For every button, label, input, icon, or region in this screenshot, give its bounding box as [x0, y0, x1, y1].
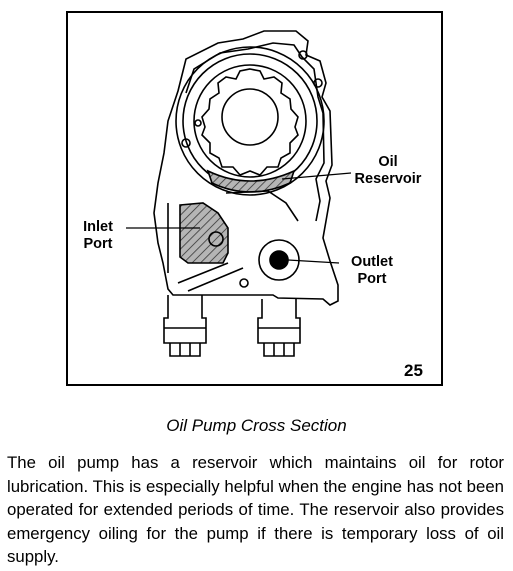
- figure-caption: Oil Pump Cross Section: [166, 416, 347, 435]
- figure-number: 25: [404, 361, 423, 380]
- label-inlet-port: Inlet Port: [83, 219, 113, 252]
- figure-frame: Oil Reservoir Inlet Port Outlet Port 25: [66, 11, 443, 386]
- label-outlet-port: Outlet Port: [351, 254, 393, 287]
- label-oil-reservoir: Oil Reservoir: [354, 154, 422, 187]
- oil-pump-drawing: [126, 30, 352, 357]
- body-paragraph: The oil pump has a reservoir which maint…: [7, 453, 504, 566]
